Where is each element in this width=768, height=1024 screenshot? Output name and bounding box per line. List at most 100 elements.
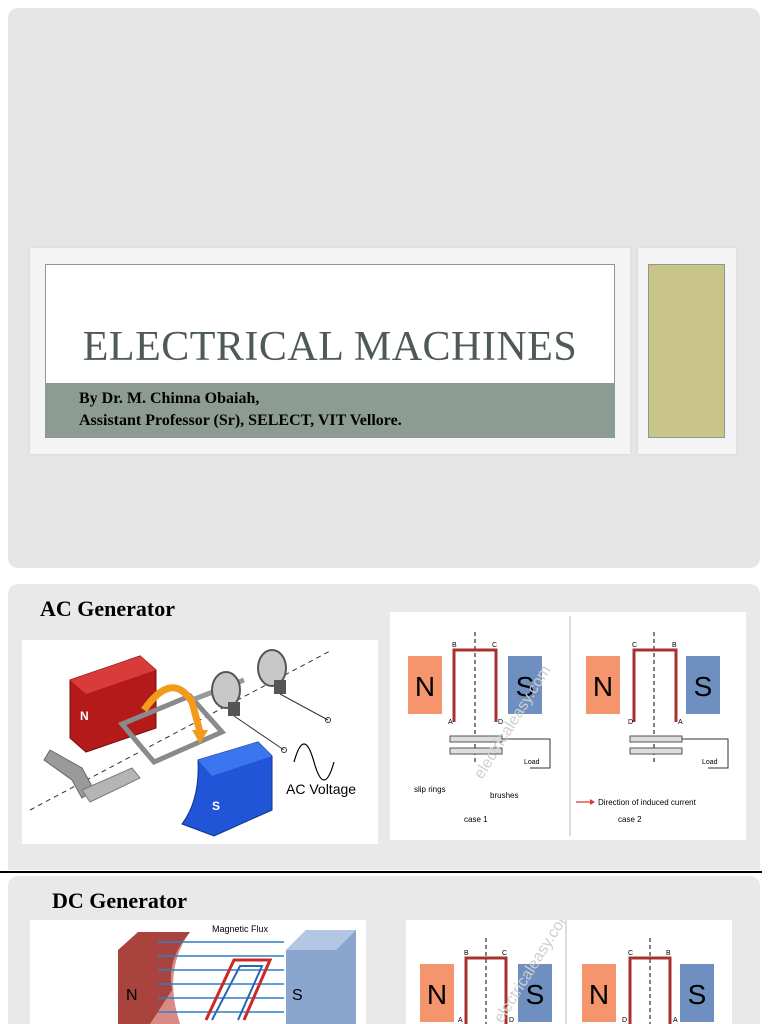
- crank-handle: [43, 749, 95, 799]
- south-pole-case2: [680, 964, 714, 1022]
- coil-case2: [632, 648, 678, 722]
- load-label-case2: Load: [702, 759, 718, 766]
- slip-ring-case2-a: [629, 735, 683, 743]
- north-label-case1: N: [415, 671, 435, 702]
- brush-2: [274, 680, 286, 694]
- author-affiliation: Assistant Professor (Sr), SELECT, VIT Ve…: [79, 412, 402, 429]
- south-pole-case1: [508, 656, 542, 714]
- side-accent-card: [638, 248, 736, 454]
- north-pole-label: N: [126, 987, 138, 1004]
- dc-generator-schematic: N S B C A D N S C B D A electricaleasy.c…: [406, 920, 732, 1024]
- slip-ring-1: [211, 671, 241, 709]
- case1-caption: case 1: [464, 815, 488, 824]
- label-d-case1: D: [509, 1017, 514, 1024]
- title-card: ELECTRICAL MACHINES By Dr. M. Chinna Oba…: [30, 248, 630, 454]
- north-magnet: [118, 932, 190, 1024]
- south-pole-case2: [686, 656, 720, 714]
- south-magnet-top: [198, 742, 272, 776]
- ac-generator-drawing: N S AC Voltage: [29, 649, 356, 837]
- magnetic-flux-label: Magnetic Flux: [212, 924, 269, 934]
- label-c-case2: C: [632, 642, 637, 649]
- slip-ring-case2-b: [629, 747, 683, 755]
- slip-ring-case1-b: [449, 747, 503, 755]
- current-arrow-head: [590, 799, 595, 805]
- slide-divider: [0, 871, 762, 873]
- rotation-arrow: [141, 684, 204, 733]
- ac-waveform-icon: [293, 743, 335, 781]
- load-circuit-case1: [502, 738, 551, 769]
- south-magnet-top: [286, 930, 356, 950]
- coil-case1: [452, 648, 498, 722]
- north-pole-case1: [420, 964, 454, 1022]
- armature-coil: [204, 958, 273, 1021]
- dc-generator-illustration: Magnetic Flux N S: [30, 920, 366, 1024]
- author-name: By Dr. M. Chinna Obaiah,: [79, 390, 260, 407]
- flux-lines: [158, 941, 284, 1013]
- ac-generator-illustration: N S AC Voltage: [22, 640, 378, 844]
- label-a-case1: A: [458, 1017, 463, 1024]
- label-b-case2: B: [666, 950, 671, 957]
- south-label-case2: S: [694, 671, 713, 702]
- north-label-case2: N: [593, 671, 613, 702]
- armature-coil: [117, 693, 227, 766]
- rotation-arrow-head: [192, 730, 208, 744]
- title-slide: ELECTRICAL MACHINES By Dr. M. Chinna Oba…: [8, 8, 760, 568]
- case2-caption: case 2: [618, 815, 642, 824]
- south-pole-case1: [518, 964, 552, 1022]
- north-pole-case2: [582, 964, 616, 1022]
- ac-voltage-caption: AC Voltage: [286, 781, 356, 797]
- armature-coil-inner: [211, 965, 264, 1021]
- terminal-2: [325, 717, 331, 723]
- south-pole-label: S: [292, 987, 303, 1004]
- dc-generator-slide: DC Generator Magnetic Flux N S: [8, 876, 760, 1024]
- label-d-case2: D: [628, 719, 633, 726]
- load-label-case1: Load: [524, 759, 540, 766]
- current-direction-legend: Direction of induced current: [598, 798, 697, 807]
- slip-ring-2: [257, 649, 287, 687]
- dc-generator-drawing: Magnetic Flux N S: [118, 924, 356, 1024]
- crank-shaft: [81, 767, 141, 803]
- label-a-case1: A: [448, 719, 453, 726]
- ac-generator-slide: AC Generator N: [8, 584, 760, 870]
- north-magnet-face: [138, 932, 190, 1024]
- ac-schematic-drawing: N S B C A D Load slip rings brushes case…: [408, 616, 729, 836]
- label-a-case2: A: [678, 719, 683, 726]
- terminal-1: [281, 747, 287, 753]
- load-circuit-case2: [682, 738, 729, 769]
- label-a-case2: A: [673, 1017, 678, 1024]
- lead-wire-1: [233, 715, 285, 751]
- brush-1: [228, 702, 240, 716]
- accent-swatch: [648, 264, 725, 438]
- label-c-case1: C: [492, 642, 497, 649]
- south-pole-label: S: [212, 799, 220, 813]
- north-label-case2: N: [589, 979, 609, 1010]
- south-label-case1: S: [516, 671, 535, 702]
- north-pole-case1: [408, 656, 442, 714]
- label-d-case1: D: [498, 719, 503, 726]
- slip-rings-label: slip rings: [414, 785, 446, 794]
- north-pole-label: N: [80, 709, 89, 723]
- brushes-label: brushes: [490, 791, 518, 800]
- dc-schematic-drawing: N S B C A D N S C B D A electricaleasy.c…: [420, 920, 714, 1024]
- coil-case2: [628, 956, 672, 1024]
- south-label-case2: S: [688, 979, 707, 1010]
- north-label-case1: N: [427, 979, 447, 1010]
- label-d-case2: D: [622, 1017, 627, 1024]
- label-b-case2: B: [672, 642, 677, 649]
- slide-heading: AC Generator: [40, 596, 176, 621]
- north-magnet-top: [70, 656, 156, 694]
- title-frame: ELECTRICAL MACHINES By Dr. M. Chinna Oba…: [45, 264, 615, 438]
- presentation-title: ELECTRICAL MACHINES: [82, 324, 578, 370]
- coil-case1: [464, 956, 508, 1024]
- lead-wire-2: [279, 693, 329, 721]
- slide-heading: DC Generator: [52, 888, 188, 913]
- label-b-case1: B: [452, 642, 457, 649]
- author-band: By Dr. M. Chinna Obaiah, Assistant Profe…: [46, 383, 614, 437]
- ac-generator-schematic: N S B C A D Load slip rings brushes case…: [390, 612, 746, 840]
- north-pole-case2: [586, 656, 620, 714]
- south-magnet: [286, 930, 356, 1024]
- south-label-case1: S: [526, 979, 545, 1010]
- label-b-case1: B: [464, 950, 469, 957]
- label-c-case2: C: [628, 950, 633, 957]
- label-c-case1: C: [502, 950, 507, 957]
